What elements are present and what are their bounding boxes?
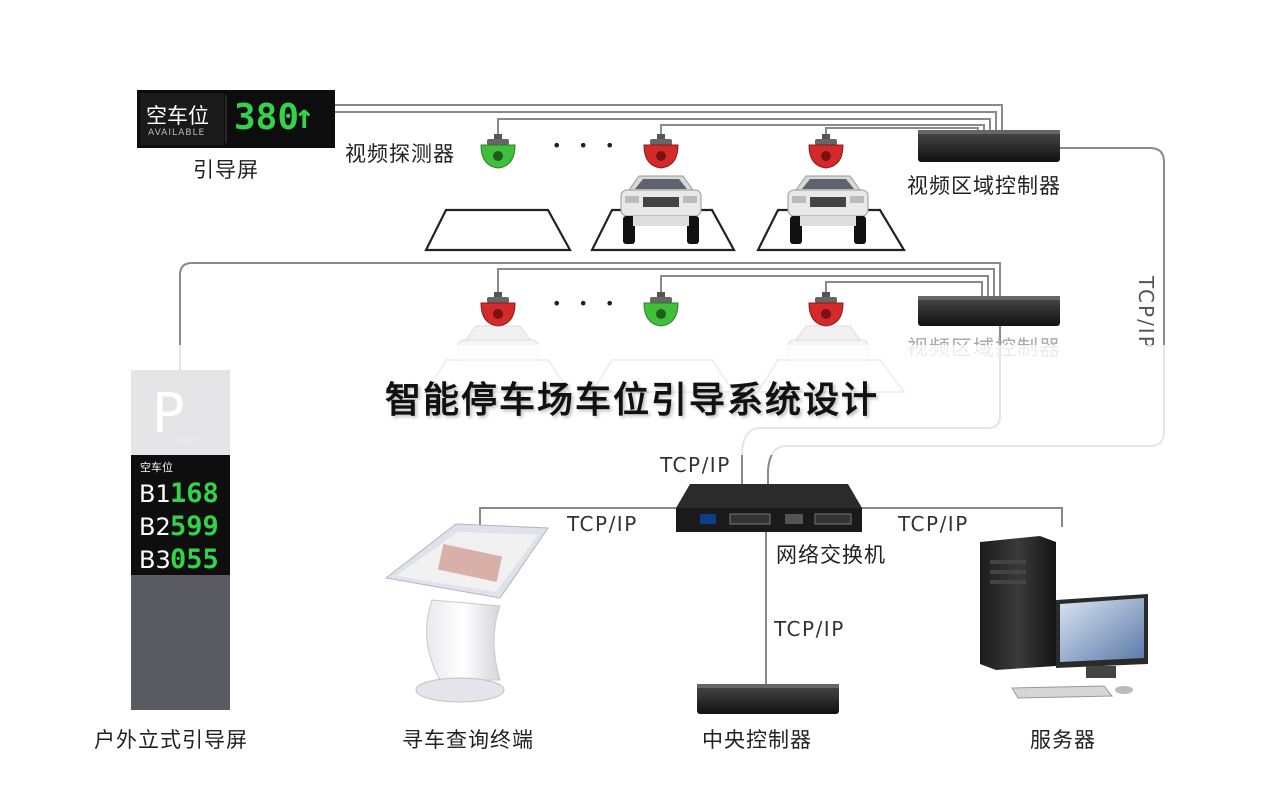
detector-lower-2-available <box>643 292 679 327</box>
parking-p-icon: P <box>152 382 185 445</box>
outdoor-floor-b2: B2 <box>139 513 171 541</box>
parking-p-caption: Carpark <box>172 436 200 444</box>
outdoor-floor-b3: B3 <box>139 546 171 574</box>
guide-screen <box>137 90 335 148</box>
detector-lower-3-occupied <box>808 292 844 327</box>
network-switch <box>676 484 862 532</box>
outdoor-screen-heading: 空车位 <box>140 461 173 474</box>
detector-upper-2-occupied <box>643 134 679 169</box>
title-overlay <box>0 345 1264 455</box>
outdoor-count-b2: 599 <box>170 511 219 542</box>
server-computer <box>980 536 1148 699</box>
central-controller-label: 中央控制器 <box>702 728 812 752</box>
guide-screen-heading: 空车位 <box>146 104 209 128</box>
kiosk-label: 寻车查询终端 <box>402 728 534 752</box>
kiosk-terminal <box>384 523 549 703</box>
car-upper-2 <box>787 175 869 244</box>
guide-screen-label: 引导屏 <box>193 158 259 182</box>
outdoor-floor-b1: B1 <box>139 480 171 508</box>
tcp-label-switch-left: TCP/IP <box>567 512 638 536</box>
ellipsis-lower: • • • <box>552 294 621 313</box>
guide-screen-count: 380 <box>234 97 300 138</box>
guide-screen-subheading: AVAILABLE <box>148 128 206 138</box>
network-switch-label: 网络交换机 <box>776 543 886 567</box>
zone-controller-upper <box>918 130 1060 162</box>
car-upper-1 <box>620 175 702 244</box>
switch-cables <box>479 507 1063 685</box>
detector-upper-1-available <box>480 134 516 169</box>
server-label: 服务器 <box>1030 728 1096 752</box>
outdoor-count-b1: 168 <box>170 478 219 509</box>
video-detector-label: 视频探测器 <box>345 142 455 166</box>
up-arrow-icon: ↑ <box>294 97 315 137</box>
tcp-label-vertical: TCP/IP <box>1134 276 1158 350</box>
ellipsis-upper: • • • <box>552 136 621 155</box>
outdoor-count-b3: 055 <box>170 544 219 575</box>
detector-upper-3-occupied <box>808 134 844 169</box>
detector-lower-1-occupied <box>480 292 516 327</box>
zone-controller-lower <box>918 296 1060 326</box>
central-controller <box>697 684 839 714</box>
outdoor-screen-label: 户外立式引导屏 <box>94 728 248 752</box>
page-title: 智能停车场车位引导系统设计 <box>384 380 879 421</box>
tcp-label-switch-top: TCP/IP <box>660 453 731 477</box>
tcp-label-switch-right: TCP/IP <box>898 512 969 536</box>
zone-controller-label-upper: 视频区域控制器 <box>907 174 1061 198</box>
tcp-label-central: TCP/IP <box>774 617 845 641</box>
